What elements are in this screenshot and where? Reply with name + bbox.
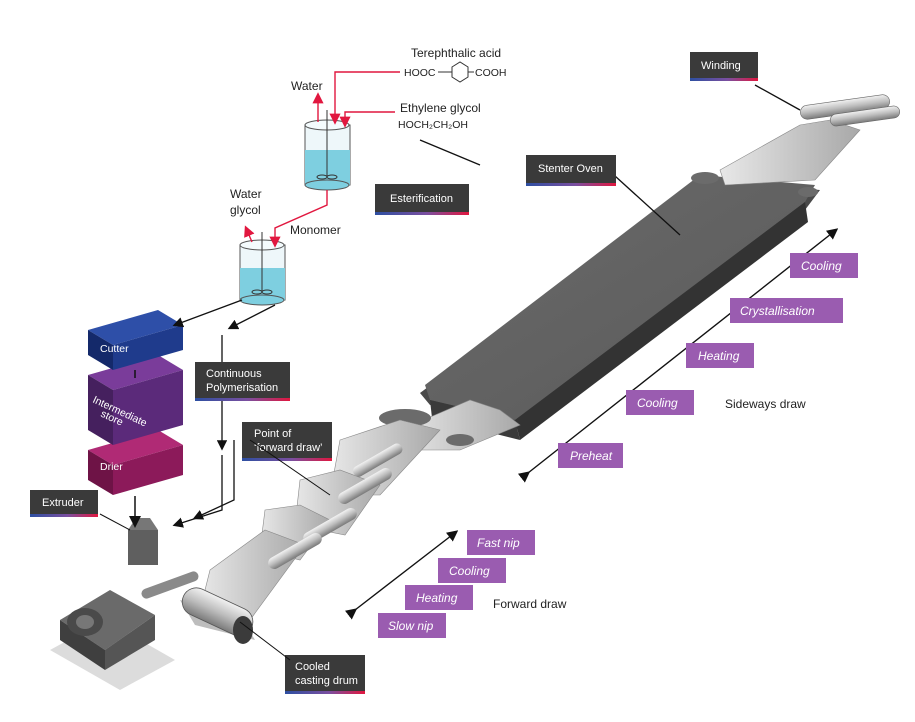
water-label-top: Water [291, 79, 323, 93]
label-esterification: Esterification [375, 184, 469, 215]
svg-text:Crystallisation: Crystallisation [740, 304, 815, 318]
phase-heating-sideways: Heating [686, 343, 754, 368]
svg-text:casting drum: casting drum [295, 675, 358, 687]
cooled-casting-drum [180, 587, 255, 644]
phase-cooling-forward: Cooling [438, 558, 506, 583]
process-stack [88, 310, 183, 528]
svg-text:Fast nip: Fast nip [477, 536, 520, 550]
label-cooled-casting-drum: Cooled casting drum [285, 655, 365, 694]
ethylene-glycol-label: Ethylene glycol [400, 101, 481, 115]
terephthalic-acid-label: Terephthalic acid [411, 46, 501, 60]
forward-draw-section [180, 419, 441, 644]
phase-cooling-top: Cooling [790, 253, 858, 278]
sideways-draw-arrow [517, 228, 839, 483]
cutter-label: Cutter [100, 343, 129, 355]
phase-heating-forward: Heating [405, 585, 473, 610]
tpa-formula-left: HOOC [404, 67, 436, 79]
svg-text:Slow nip: Slow nip [388, 619, 434, 633]
eg-formula: HOCH₂CH₂OH [398, 119, 468, 131]
forward-draw-title: Forward draw [493, 597, 567, 611]
forward-draw-arrow [344, 530, 459, 620]
nip-rollers [268, 443, 403, 569]
label-stenter-oven: Stenter Oven [526, 155, 616, 186]
svg-text:Stenter Oven: Stenter Oven [538, 163, 603, 175]
glycol-label: glycol [230, 203, 261, 217]
feed-lines [244, 71, 400, 248]
water-label-mid: Water [230, 187, 262, 201]
svg-text:Cooling: Cooling [449, 564, 490, 578]
phase-slow-nip: Slow nip [378, 613, 446, 638]
svg-text:Preheat: Preheat [570, 449, 613, 463]
label-extruder: Extruder [30, 490, 98, 517]
extruder-motor [50, 518, 199, 690]
tpa-formula-right: COOH [475, 67, 507, 79]
phase-crystallisation: Crystallisation [730, 298, 843, 323]
svg-text:Continuous: Continuous [206, 368, 262, 380]
svg-text:Winding: Winding [701, 60, 741, 72]
monomer-label: Monomer [290, 223, 341, 237]
sideways-draw-title: Sideways draw [725, 397, 806, 411]
winding-rolls [800, 94, 901, 127]
label-point-of-forward-draw: Point of ‘forward draw’ [242, 422, 332, 461]
svg-text:Heating: Heating [416, 591, 458, 605]
svg-text:Heating: Heating [698, 349, 740, 363]
polymerisation-vessel [239, 232, 286, 306]
svg-text:‘forward draw’: ‘forward draw’ [254, 442, 322, 454]
svg-text:Esterification: Esterification [390, 193, 453, 205]
svg-text:Cooling: Cooling [801, 259, 842, 273]
svg-text:Polymerisation: Polymerisation [206, 382, 278, 394]
label-continuous-polymerisation: Continuous Polymerisation [195, 362, 290, 401]
svg-text:Point of: Point of [254, 428, 292, 440]
phase-cooling-sideways: Cooling [626, 390, 694, 415]
label-winding: Winding [690, 52, 758, 81]
svg-text:Cooling: Cooling [637, 396, 678, 410]
drier-label: Drier [100, 461, 123, 473]
svg-text:Cooled: Cooled [295, 661, 330, 673]
phase-preheat: Preheat [558, 443, 623, 468]
phase-fast-nip: Fast nip [467, 530, 535, 555]
svg-text:Extruder: Extruder [42, 497, 84, 509]
benzene-ring-icon [451, 61, 469, 83]
esterification-vessel [304, 110, 351, 191]
